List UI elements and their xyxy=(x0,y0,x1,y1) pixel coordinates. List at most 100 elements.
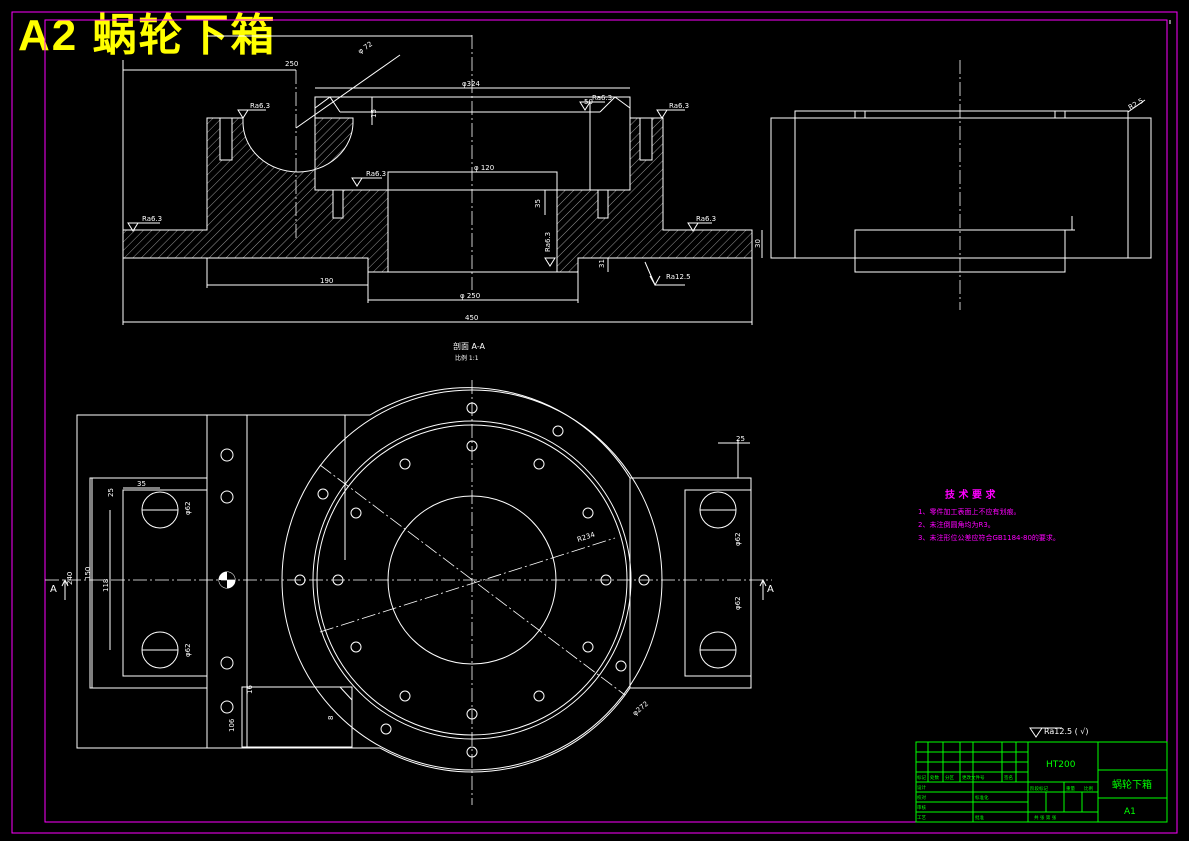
bolt-hole xyxy=(533,458,545,470)
tech-item-2: 2、未注倒圆角均为R3。 xyxy=(918,520,995,529)
dim-35: 35 xyxy=(534,199,542,208)
material: HT200 xyxy=(1046,760,1076,770)
dim-d120: φ 120 xyxy=(474,164,494,172)
svg-text:Ra6.3: Ra6.3 xyxy=(696,215,716,223)
dim-25-top: 25 xyxy=(736,435,745,443)
dim-31: 31 xyxy=(598,259,606,268)
dim-450: 450 xyxy=(465,314,478,322)
svg-text:签名: 签名 xyxy=(1004,774,1013,781)
bolt-hole xyxy=(350,507,362,519)
svg-text:标记: 标记 xyxy=(917,774,926,781)
svg-text:Ra6.3: Ra6.3 xyxy=(669,102,689,110)
dim-15: 15 xyxy=(370,109,378,118)
inner-bore xyxy=(387,171,558,273)
svg-text:工艺: 工艺 xyxy=(917,815,926,821)
bolt-hole xyxy=(615,660,627,672)
svg-text:比例: 比例 xyxy=(1084,785,1093,792)
bore-chamfer-l xyxy=(314,96,341,113)
svg-text:阶段标记: 阶段标记 xyxy=(1030,785,1048,792)
tech-item-3: 3、未注形位公差应符合GB1184-80的要求。 xyxy=(918,533,1060,542)
plan-view: 25 240 150 118 25 35 φ62 φ62 φ62 φ62 R23… xyxy=(45,380,774,805)
svg-text:分区: 分区 xyxy=(945,774,954,781)
section-scale: 比例 1:1 xyxy=(455,354,479,362)
svg-text:批准: 批准 xyxy=(975,814,984,821)
dim-d62-4: φ62 xyxy=(734,596,742,610)
dim-250: 250 xyxy=(285,60,298,68)
sheet-size: A1 xyxy=(1124,807,1136,817)
svg-text:Ra12.5 ( √): Ra12.5 ( √) xyxy=(1044,727,1089,736)
bolt-hole-1 xyxy=(219,117,233,161)
finish-symbol-5: Ra6.3 xyxy=(351,170,386,187)
dim-r234: R234 xyxy=(576,530,596,543)
dim-106: 106 xyxy=(228,718,236,732)
dim-118: 118 xyxy=(102,579,110,592)
dim-d62-2: φ62 xyxy=(184,643,192,657)
dim-d62-1: φ62 xyxy=(184,501,192,515)
tech-item-1: 1、零件加工表面上不应有划痕。 xyxy=(918,507,1020,516)
finish-symbol-6: Ra6.3 xyxy=(579,94,612,111)
bolt-hole-4 xyxy=(597,189,609,219)
dim-150: 150 xyxy=(84,567,92,580)
svg-text:审核: 审核 xyxy=(917,804,926,811)
svg-text:更改文件号: 更改文件号 xyxy=(962,774,985,781)
finish-symbol-8: Ra12.5 xyxy=(644,261,691,287)
bolt-hole xyxy=(399,458,411,470)
dim-r25: R2.5 xyxy=(1127,97,1145,112)
svg-text:重量: 重量 xyxy=(1066,785,1075,792)
finish-symbol-3: Ra6.3 xyxy=(127,215,162,232)
bolt-hole xyxy=(380,723,392,735)
section-body-right xyxy=(556,117,753,273)
dim-240: 240 xyxy=(66,572,74,585)
finish-symbol-4: Ra6.3 xyxy=(687,215,716,232)
section-label: 剖面 A-A xyxy=(453,341,486,351)
drawing-frame xyxy=(44,19,1168,823)
title-block: HT200 蜗轮下箱 A1 标记 处数 分区 更改文件号 签名 设计 标准化 阶… xyxy=(915,741,1168,823)
bolt-hole xyxy=(317,488,329,500)
dim-d72: φ 72 xyxy=(357,40,374,56)
bolt-hole xyxy=(399,690,411,702)
bolt-hole xyxy=(350,641,362,653)
tech-requirements: 技 术 要 求 1、零件加工表面上不应有划痕。 2、未注倒圆角均为R3。 3、未… xyxy=(918,488,1060,542)
finish-note: Ra12.5 ( √) xyxy=(1029,727,1089,738)
front-section-view: 250 φ 72 φ324 50 15 φ 120 35 31 30 190 φ… xyxy=(122,35,763,325)
dim-16: 16 xyxy=(246,685,254,694)
svg-text:Ra6.3: Ra6.3 xyxy=(366,170,386,178)
tech-heading: 技 术 要 求 xyxy=(945,488,996,501)
top-bore xyxy=(314,96,631,191)
sheet-border xyxy=(11,11,1178,834)
side-view: R2.5 xyxy=(770,60,1152,310)
svg-text:标准化: 标准化 xyxy=(975,794,989,801)
dim-d62-3: φ62 xyxy=(734,532,742,546)
bolt-hole xyxy=(533,690,545,702)
dim-190: 190 xyxy=(320,277,333,285)
bolt-hole xyxy=(582,641,594,653)
svg-text:Ra6.3: Ra6.3 xyxy=(544,232,552,252)
bolt-hole-2 xyxy=(639,117,653,161)
svg-text:设计: 设计 xyxy=(917,784,926,791)
section-marker-right: A xyxy=(767,584,774,595)
svg-text:校对: 校对 xyxy=(917,794,926,801)
section-marker-left: A xyxy=(50,584,57,595)
bolt-hole xyxy=(582,507,594,519)
finish-symbol-1: Ra6.3 xyxy=(237,102,270,119)
svg-text:Ra12.5: Ra12.5 xyxy=(666,273,691,281)
dim-d250: φ 250 xyxy=(460,292,480,300)
svg-text:Ra6.3: Ra6.3 xyxy=(592,94,612,102)
dim-25-left: 25 xyxy=(107,488,115,497)
svg-text:Ra6.3: Ra6.3 xyxy=(250,102,270,110)
bore-chamfer-r xyxy=(599,96,631,113)
bolt-hole xyxy=(552,425,564,437)
part-name: 蜗轮下箱 xyxy=(1112,778,1152,791)
svg-text:处数: 处数 xyxy=(930,774,939,781)
dim-35-top: 35 xyxy=(137,480,146,488)
svg-text:共 张 第 张: 共 张 第 张 xyxy=(1034,814,1057,821)
finish-symbol-2: Ra6.3 xyxy=(656,102,689,119)
dim-8: 8 xyxy=(327,716,335,720)
dim-30: 30 xyxy=(754,239,762,248)
dim-r272: φ272 xyxy=(631,700,650,718)
bolt-hole-3 xyxy=(332,189,344,219)
finish-symbol-7: Ra6.3 xyxy=(544,232,556,267)
dim-d324: φ324 xyxy=(462,80,481,88)
section-body xyxy=(122,117,389,273)
